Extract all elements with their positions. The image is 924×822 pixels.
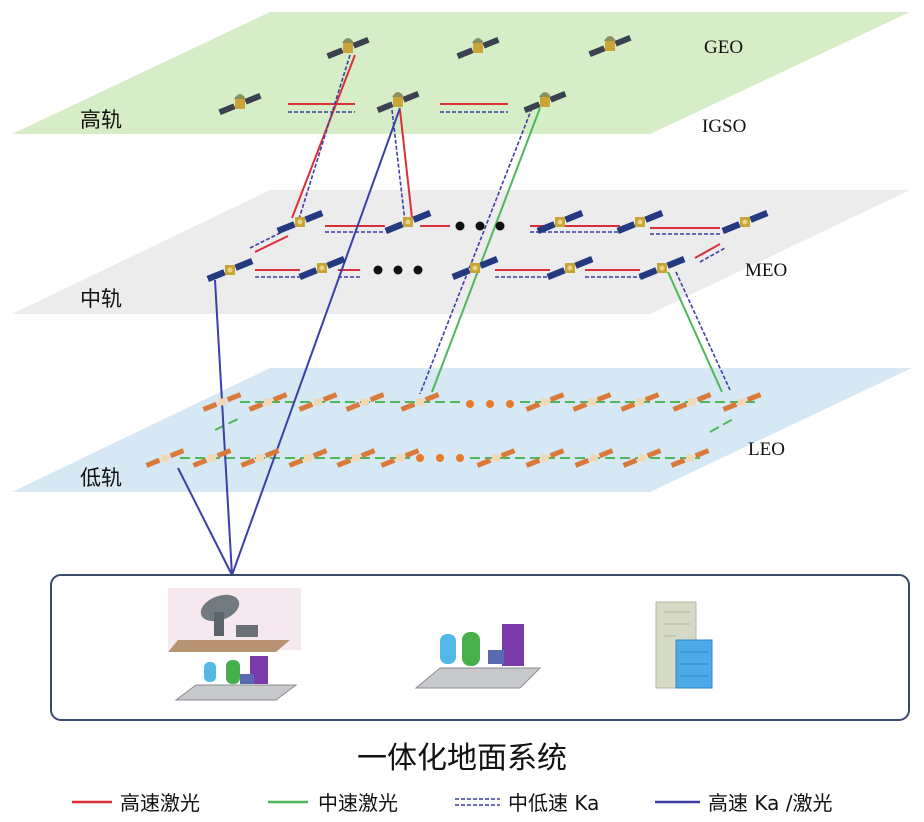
- legend-label: 高速激光: [120, 791, 200, 815]
- legend-label: 高速 Ka /激光: [708, 791, 832, 815]
- meo-satellites: [206, 210, 769, 282]
- data-center-icon: [414, 624, 542, 689]
- legend-label: 中速激光: [318, 791, 398, 815]
- high-orbit-label: 高轨: [80, 108, 122, 132]
- igso-label: IGSO: [702, 116, 746, 137]
- low-orbit-plane: [12, 368, 912, 492]
- low-orbit-label: 低轨: [80, 466, 122, 490]
- leo-label: LEO: [748, 439, 785, 460]
- ground-system-title: 一体化地面系统: [357, 741, 567, 776]
- ka-dashed-link: [675, 271, 731, 391]
- legend-item-high-speed-ka-laser: 高速 Ka /激光: [655, 791, 832, 815]
- office-buildings-icon: [655, 601, 713, 689]
- legend-label: 中低速 Ka: [508, 791, 599, 815]
- medium-speed-laser-link: [431, 107, 541, 393]
- ground-ka-laser-links: [177, 107, 401, 576]
- leo-satellites: [145, 392, 762, 468]
- legend: 高速激光 中速激光 中低速 Ka 高速 Ka /激光: [72, 791, 832, 815]
- meo-label: MEO: [745, 260, 787, 281]
- high-speed-laser-link: [291, 54, 356, 219]
- medium-speed-laser-link: [667, 271, 723, 393]
- ground-station-icon: [168, 588, 301, 701]
- ka-dashed-link: [419, 107, 533, 395]
- mid-orbit-plane: [12, 190, 910, 314]
- ka-dashed-link: [391, 109, 406, 223]
- ka-dashed-link: [297, 54, 351, 223]
- legend-item-low-medium-ka: 中低速 Ka: [455, 791, 599, 815]
- legend-item-medium-speed-laser: 中速激光: [268, 791, 398, 815]
- legend-item-high-speed-laser: 高速激光: [72, 791, 200, 815]
- geo-label: GEO: [704, 37, 743, 58]
- mid-orbit-label: 中轨: [80, 287, 122, 311]
- high-speed-laser-link: [399, 109, 413, 219]
- high-orbit-plane: [12, 12, 910, 134]
